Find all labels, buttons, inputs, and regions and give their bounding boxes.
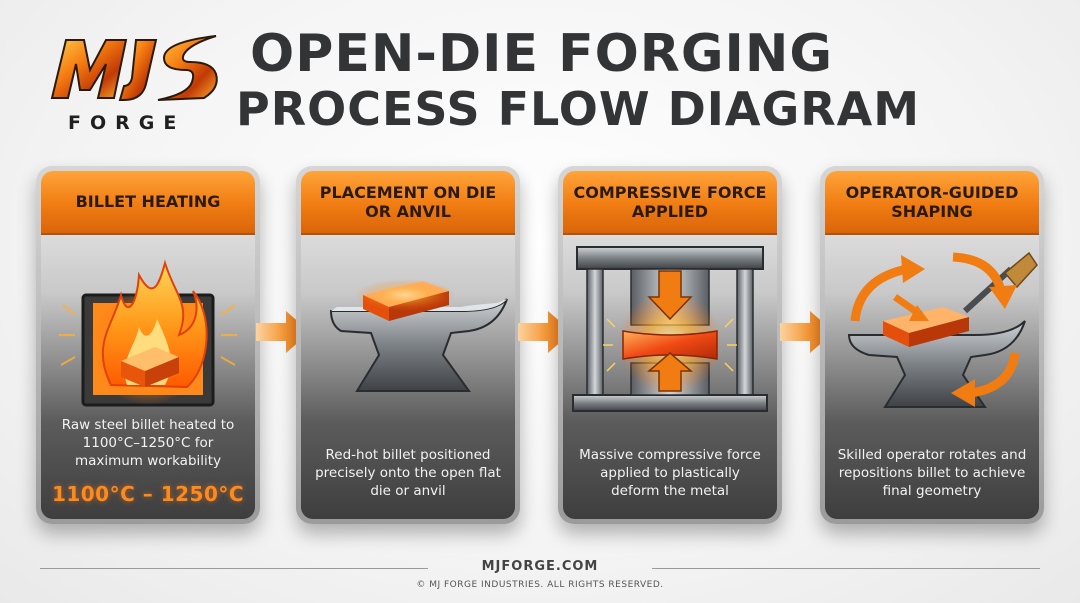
rotate-arrows-anvil-icon bbox=[847, 251, 1038, 408]
step-card-body: OPERATOR-GUIDED SHAPING Skilled operator… bbox=[825, 171, 1039, 519]
step-title: OPERATOR-GUIDED SHAPING bbox=[845, 182, 1019, 221]
page-title: OPEN-DIE FORGING PROCESS FLOW DIAGRAM bbox=[236, 28, 1016, 132]
step-description: Skilled operator rotates and repositions… bbox=[837, 447, 1027, 499]
press-icon bbox=[572, 246, 768, 412]
step-card-billet-heating: BILLET HEATING Raw steel billet heated t… bbox=[36, 166, 260, 524]
logo-wordmark: FORGE bbox=[68, 112, 186, 134]
step-title: BILLET HEATING bbox=[75, 192, 221, 212]
step-description: Red-hot billet positioned precisely onto… bbox=[315, 447, 501, 499]
step-card-operator-shaping: OPERATOR-GUIDED SHAPING Skilled operator… bbox=[820, 166, 1044, 524]
footer-divider-left bbox=[40, 568, 428, 569]
step-description: Massive compressive force applied to pla… bbox=[579, 447, 761, 499]
step-header: PLACEMENT ON DIE OR ANVIL bbox=[301, 171, 515, 235]
step-description: Raw steel billet heated to 1100°C–1250°C… bbox=[61, 417, 235, 469]
footer-website-link[interactable]: MJFORGE.COM bbox=[481, 559, 599, 574]
step-card-body: PLACEMENT ON DIE OR ANVIL Red-hot billet… bbox=[301, 171, 515, 519]
step-title: PLACEMENT ON DIE OR ANVIL bbox=[319, 182, 497, 221]
footer-copyright: © MJ FORGE INDUSTRIES. ALL RIGHTS RESERV… bbox=[416, 580, 664, 590]
step-header: OPERATOR-GUIDED SHAPING bbox=[825, 171, 1039, 235]
footer-divider-right bbox=[652, 568, 1040, 569]
step-header: BILLET HEATING bbox=[41, 171, 255, 235]
title-line-2: PROCESS FLOW DIAGRAM bbox=[236, 82, 921, 136]
step-card-body: COMPRESSIVE FORCE APPLIED Massive compre… bbox=[563, 171, 777, 519]
title-line-1: OPEN-DIE FORGING bbox=[250, 24, 834, 84]
step-header: COMPRESSIVE FORCE APPLIED bbox=[563, 171, 777, 235]
step-card-compressive-force: COMPRESSIVE FORCE APPLIED Massive compre… bbox=[558, 166, 782, 524]
temperature-range: 1100°C – 1250°C bbox=[51, 482, 245, 506]
step-card-placement: PLACEMENT ON DIE OR ANVIL Red-hot billet… bbox=[296, 166, 520, 524]
furnace-fire-icon bbox=[59, 259, 237, 407]
mj-logo-mark-icon bbox=[50, 35, 218, 101]
anvil-billet-icon bbox=[329, 279, 508, 392]
brand-logo: FORGE bbox=[30, 28, 220, 134]
step-title: COMPRESSIVE FORCE APPLIED bbox=[573, 182, 767, 221]
step-card-body: BILLET HEATING Raw steel billet heated t… bbox=[41, 171, 255, 519]
